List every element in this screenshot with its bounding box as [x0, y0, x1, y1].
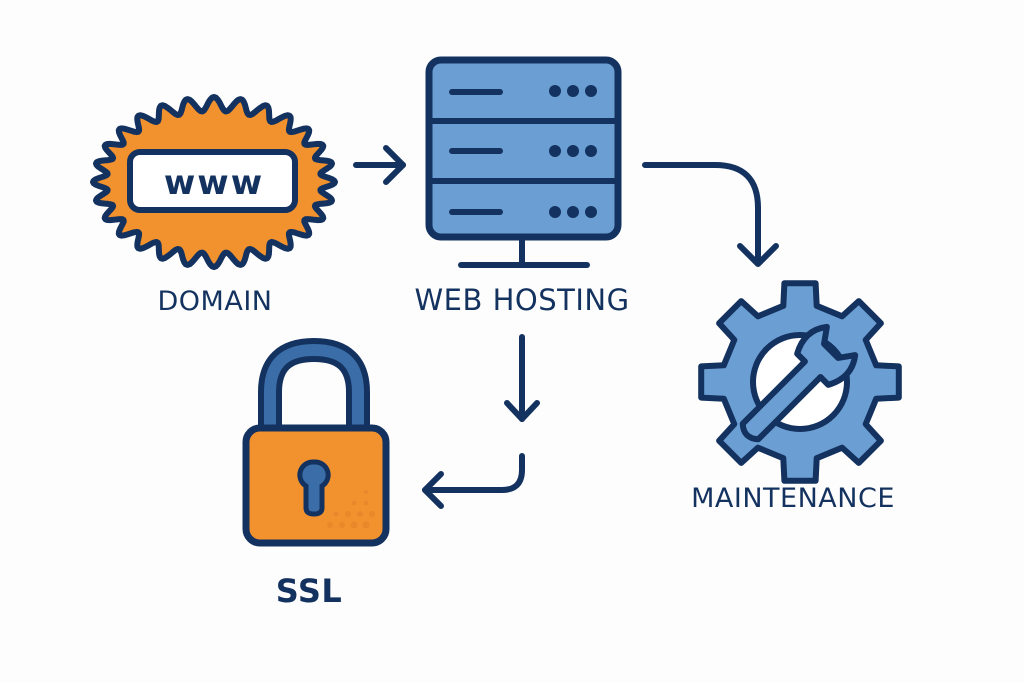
maintenance-label: MAINTENANCE — [691, 483, 895, 514]
arrow-hosting-to-maintenance — [642, 162, 779, 267]
arrow-domain-to-hosting — [353, 145, 406, 185]
www-box — [127, 149, 298, 213]
web-hosting-label: WEB HOSTING — [414, 283, 630, 317]
domain-label: DOMAIN — [157, 286, 273, 317]
www-text: www — [163, 163, 265, 203]
wrench-icon — [739, 323, 859, 443]
www-badge-icon — [90, 94, 338, 270]
keyhole-icon — [297, 459, 331, 517]
server-icon — [425, 56, 622, 268]
ssl-label: SSL — [275, 572, 343, 610]
gear-wrench-icon — [698, 280, 902, 484]
padlock-icon — [242, 337, 390, 547]
arrow-hosting-to-ssl — [422, 334, 540, 509]
